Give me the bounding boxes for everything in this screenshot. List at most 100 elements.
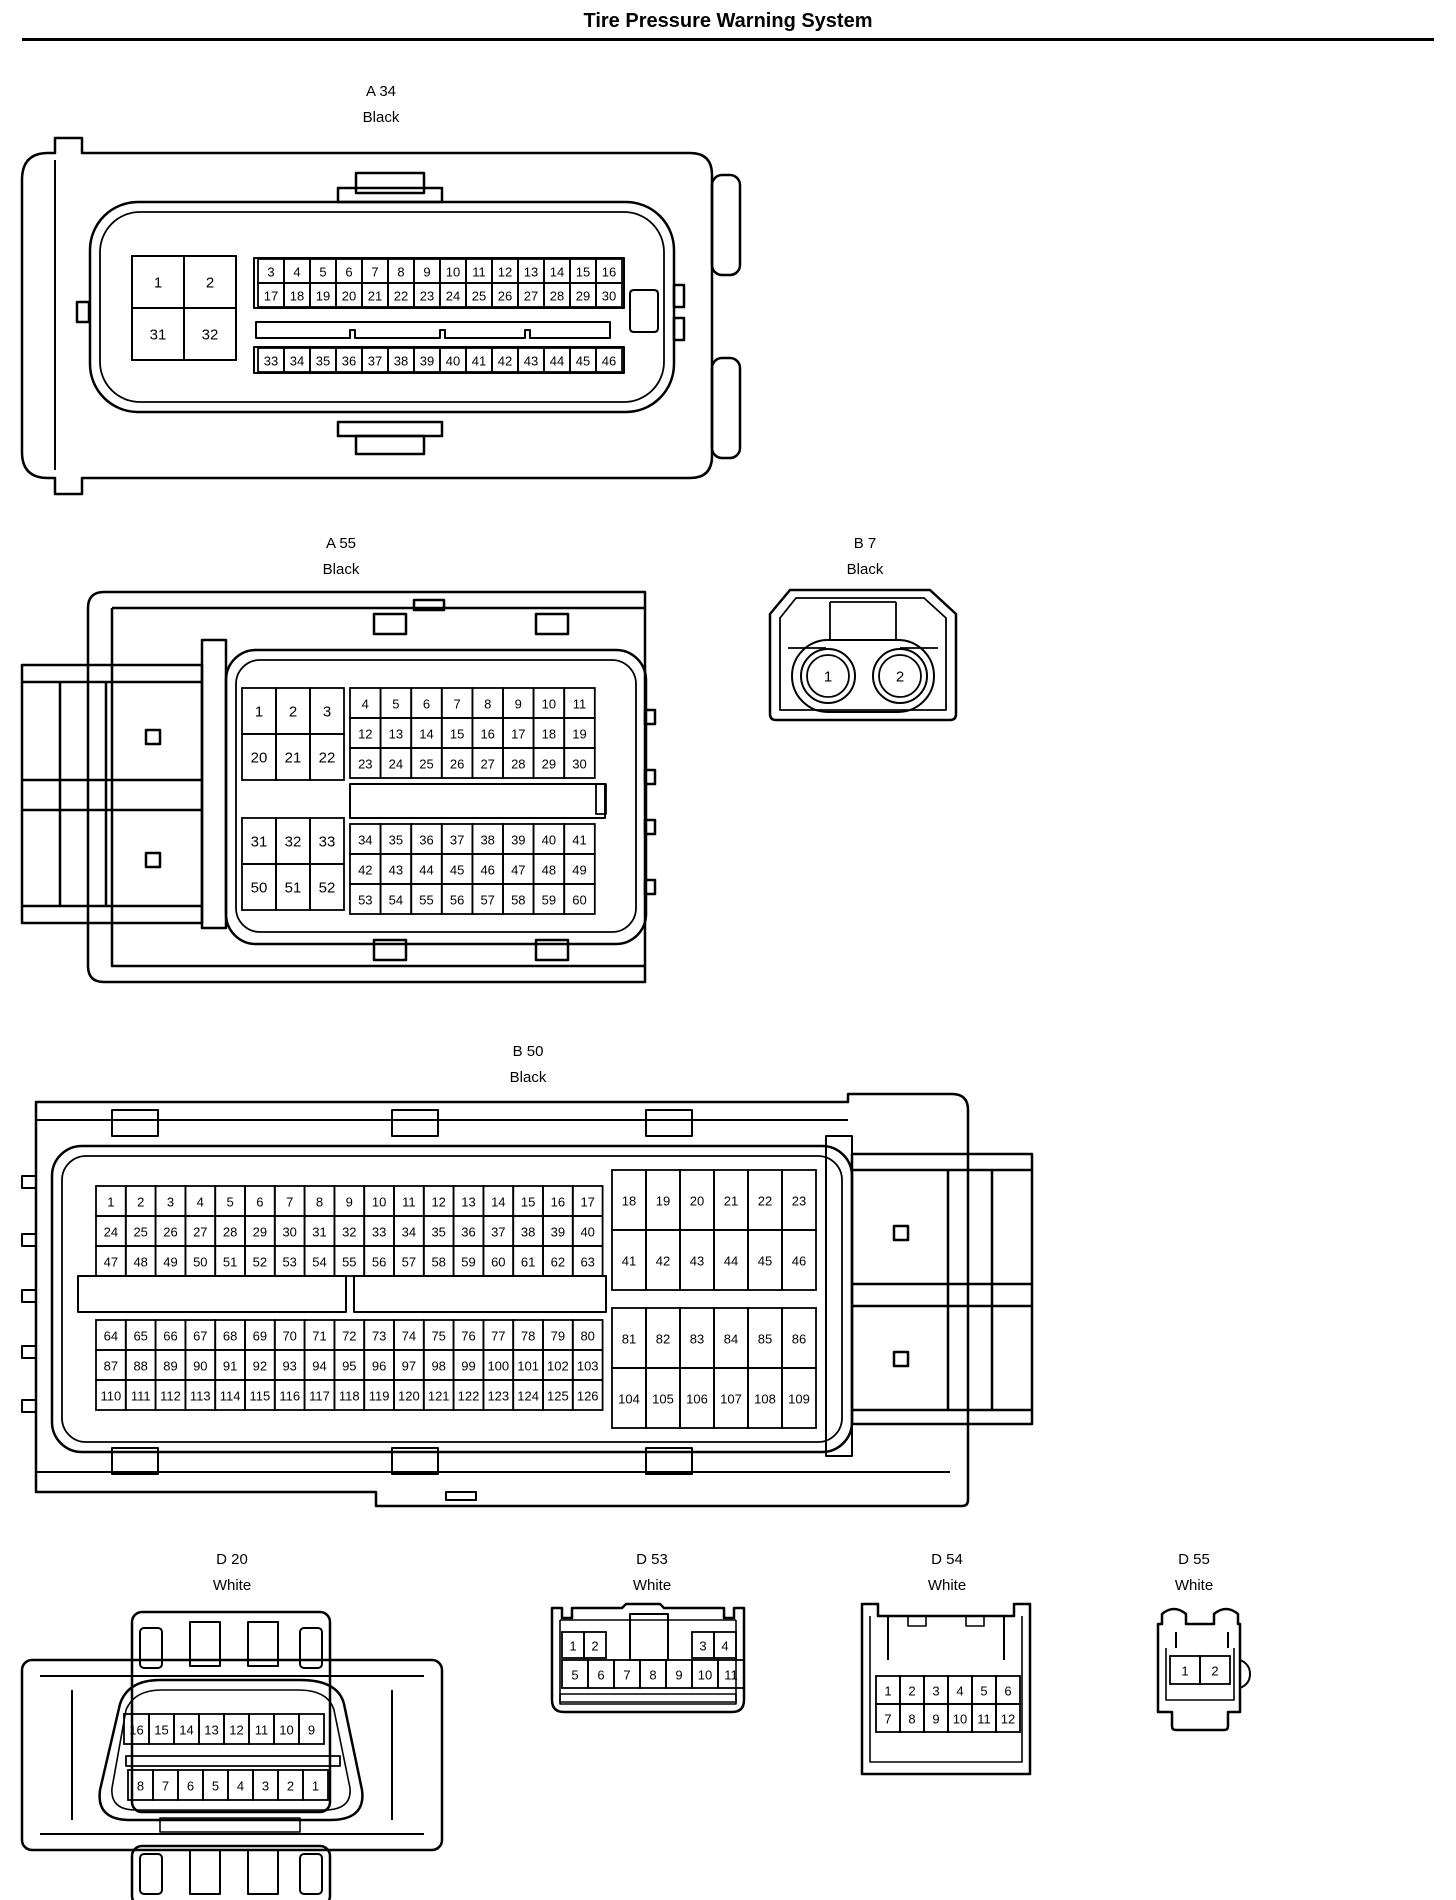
pin-number: 89 [163,1359,177,1374]
pin-number: 2 [137,1195,144,1210]
pin-number: 109 [788,1392,810,1407]
pin-number: 115 [250,1389,271,1404]
pin-number: 24 [389,757,403,772]
pin-number: 97 [402,1359,416,1374]
pin-number: 11 [573,697,587,712]
pin-number: 54 [312,1255,326,1270]
pin-number: 27 [524,289,538,304]
pin-number: 12 [358,727,372,742]
page-title: Tire Pressure Warning System [583,10,873,32]
pin-number: 83 [690,1332,704,1347]
pin-number: 6 [423,697,430,712]
pin-number: 119 [369,1389,390,1404]
connector-id-label: B 50 [513,1043,544,1060]
pin-number: 1 [1181,1664,1188,1679]
connector-id-label: A 55 [326,535,356,552]
pin-number: 2 [908,1684,915,1699]
pin-number: 55 [419,893,433,908]
pin-number: 8 [908,1712,915,1727]
pin-cell [563,883,596,915]
pin-number: 24 [104,1225,118,1240]
pin-number: 21 [368,289,382,304]
pin-number: 106 [686,1392,708,1407]
pin-number: 13 [461,1195,475,1210]
connector-color-label: White [928,1577,966,1594]
pin-number: 42 [656,1254,670,1269]
pin-number: 86 [792,1332,806,1347]
pin-number: 50 [193,1255,207,1270]
pin-number: 10 [446,265,460,280]
pin-number: 10 [953,1712,967,1727]
pin-number: 33 [264,354,278,369]
pin-number: 12 [229,1723,243,1738]
pin-number: 2 [591,1639,598,1654]
pin-number: 87 [104,1359,118,1374]
pin-number: 34 [358,833,372,848]
pin-number: 114 [220,1389,241,1404]
pin-number: 21 [285,750,302,767]
pin-number: 99 [461,1359,475,1374]
pin-number: 3 [932,1684,939,1699]
pin-number: 40 [542,833,556,848]
pin-number: 15 [450,727,464,742]
pin-number: 48 [133,1255,147,1270]
pin-number: 81 [622,1332,636,1347]
pin-number: 60 [572,893,586,908]
pin-number: 29 [542,757,556,772]
pin-number: 43 [389,863,403,878]
pin-number: 126 [577,1389,599,1404]
pin-number: 11 [472,265,486,280]
pin-number: 100 [487,1359,509,1374]
pin-number: 7 [371,265,378,280]
pin-number: 18 [622,1194,636,1209]
pin-cell [298,1713,325,1745]
pin-cell [781,1367,817,1429]
connector-color-label: Black [510,1069,547,1086]
pin-number: 103 [577,1359,599,1374]
pin-number: 10 [542,697,556,712]
pin-number: 19 [316,289,330,304]
pin-number: 26 [163,1225,177,1240]
pin-number: 33 [319,834,336,851]
pin-number: 26 [450,757,464,772]
pin-number: 9 [308,1723,315,1738]
pin-number: 1 [824,669,832,686]
pin-number: 41 [472,354,486,369]
pin-number: 4 [721,1639,728,1654]
pin-number: 43 [524,354,538,369]
pin-number: 40 [580,1225,594,1240]
pin-number: 67 [193,1329,207,1344]
pin-number: 51 [285,880,302,897]
connector-color-label: White [213,1577,251,1594]
pin-cavity-inner [806,654,850,698]
pin-number: 54 [389,893,403,908]
pin-number: 9 [515,697,522,712]
pin-number: 117 [309,1389,330,1404]
pin-number: 84 [724,1332,738,1347]
pin-number: 120 [398,1389,420,1404]
pin-number: 41 [622,1254,636,1269]
pin-number: 44 [419,863,433,878]
pin-cell [571,1379,604,1411]
pin-number: 55 [342,1255,356,1270]
pin-cell [302,1769,329,1801]
pin-number: 2 [896,669,904,686]
pin-number: 47 [511,863,525,878]
pin-number: 1 [107,1195,114,1210]
pin-number: 68 [223,1329,237,1344]
pin-number: 1 [884,1684,891,1699]
pin-number: 17 [580,1195,594,1210]
pin-number: 9 [346,1195,353,1210]
pin-number: 34 [402,1225,416,1240]
pin-number: 5 [571,1668,578,1683]
pin-number: 8 [484,697,491,712]
pin-number: 23 [358,757,372,772]
pin-number: 16 [480,727,494,742]
pin-number: 112 [160,1389,181,1404]
pin-number: 28 [511,757,525,772]
pin-number: 2 [1211,1664,1218,1679]
connector-id-label: D 54 [931,1551,963,1568]
connector-d54 [860,1602,1032,1776]
pin-number: 18 [542,727,556,742]
pin-number: 118 [339,1389,360,1404]
